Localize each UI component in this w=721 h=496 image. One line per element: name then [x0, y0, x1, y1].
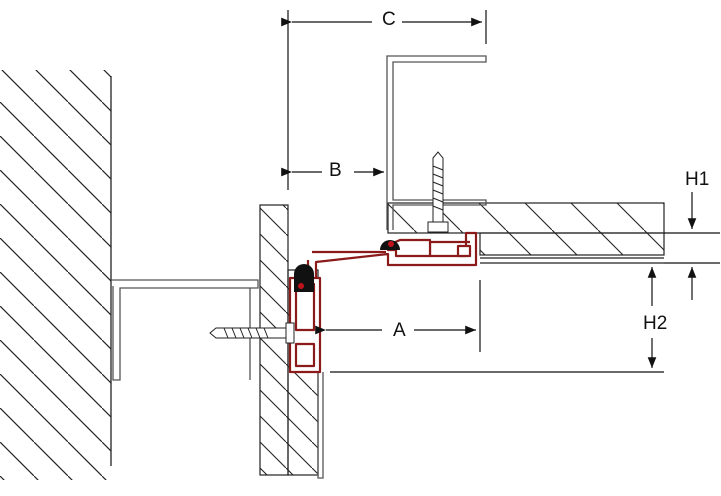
screw-icon	[209, 322, 295, 344]
dimension-label-a: A	[390, 321, 409, 340]
screw-icon	[427, 151, 449, 233]
dimension-label-c: C	[379, 10, 399, 29]
dimension-lines	[281, 10, 720, 373]
dimension-label-h2: H2	[643, 313, 668, 334]
bottom-edge-trim	[317, 372, 324, 479]
gasket-upper	[380, 240, 400, 250]
dimension-label-h1: H1	[685, 169, 710, 190]
gasket-lower	[294, 264, 314, 292]
step-profile	[288, 231, 478, 374]
left-wall	[0, 70, 112, 480]
dimension-label-b: B	[326, 161, 345, 180]
